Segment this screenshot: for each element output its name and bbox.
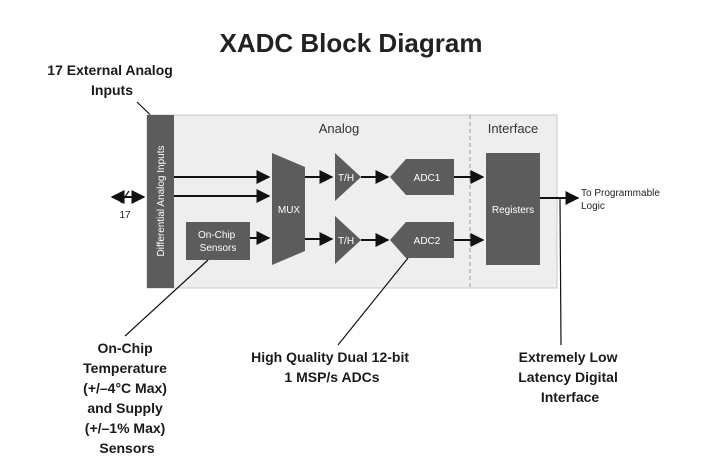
on-chip-sensors-label-line-2: Sensors xyxy=(200,243,237,254)
section-label-interface: Interface xyxy=(488,121,539,136)
th-bottom-block xyxy=(335,216,361,264)
callout-sensors-leader xyxy=(124,259,209,337)
callout-external-inputs-line-2: Inputs xyxy=(91,82,133,98)
output-label-line-1: To Programmable xyxy=(581,188,660,199)
registers-block xyxy=(486,153,540,265)
callout-dual-adc-line-1: High Quality Dual 12-bit xyxy=(251,349,409,365)
on-chip-sensors-label-line-1: On-Chip xyxy=(198,230,236,241)
callout-on-chip-sensors-line-2: Temperature xyxy=(83,360,167,376)
th-bottom-label: T/H xyxy=(338,236,354,247)
callout-low-latency-line-2: Latency Digital xyxy=(518,369,618,385)
registers-label: Registers xyxy=(492,205,534,216)
output-label: To Programmable Logic xyxy=(581,188,663,212)
diagram-title: XADC Block Diagram xyxy=(220,28,483,58)
adc1-block xyxy=(390,159,454,195)
callout-external-inputs-line-1: 17 External Analog xyxy=(47,62,173,78)
adc2-block xyxy=(390,222,454,258)
callout-dual-adc: High Quality Dual 12-bit 1 MSP/s ADCs xyxy=(251,349,413,385)
bus-width-slash xyxy=(120,190,130,204)
mux-block xyxy=(272,153,305,265)
output-label-line-2: Logic xyxy=(581,201,605,212)
bus-width-label: 17 xyxy=(119,210,131,221)
callout-dual-adc-line-2: 1 MSP/s ADCs xyxy=(284,369,379,385)
adc2-label: ADC2 xyxy=(414,236,441,247)
callout-latency-leader xyxy=(559,197,562,346)
callout-low-latency-line-1: Extremely Low xyxy=(519,349,618,365)
callout-dual-adc-leader xyxy=(337,257,409,346)
section-label-analog: Analog xyxy=(319,121,359,136)
callout-on-chip-sensors-line-6: Sensors xyxy=(99,440,154,456)
callout-on-chip-sensors: On-Chip Temperature (+/–4°C Max) and Sup… xyxy=(83,340,171,456)
callout-low-latency-line-3: Interface xyxy=(541,389,600,405)
th-top-label: T/H xyxy=(338,173,354,184)
callout-on-chip-sensors-line-5: (+/–1% Max) xyxy=(85,420,166,436)
callout-on-chip-sensors-line-3: (+/–4°C Max) xyxy=(83,380,167,396)
on-chip-sensors-block xyxy=(186,222,250,260)
callout-low-latency: Extremely Low Latency Digital Interface xyxy=(518,349,621,405)
th-top-block xyxy=(335,153,361,201)
mux-label: MUX xyxy=(278,205,301,216)
differential-inputs-label: Differential Analog Inputs xyxy=(156,145,167,256)
on-chip-sensors-label: On-Chip Sensors xyxy=(198,230,238,254)
callout-on-chip-sensors-line-1: On-Chip xyxy=(97,340,152,356)
differential-inputs-block xyxy=(147,115,174,288)
callout-external-inputs: 17 External Analog Inputs xyxy=(47,62,176,98)
callout-on-chip-sensors-line-4: and Supply xyxy=(87,400,163,416)
adc1-label: ADC1 xyxy=(414,173,441,184)
